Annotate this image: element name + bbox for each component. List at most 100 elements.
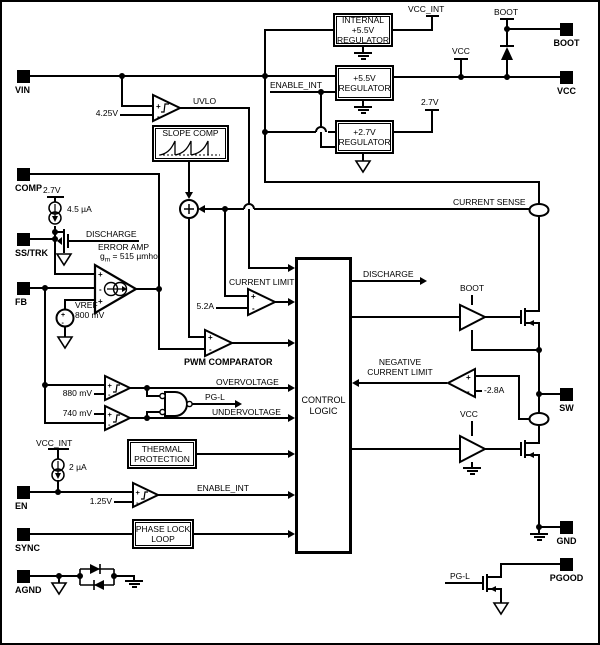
undervoltage-comparator-icon: + - [104, 404, 133, 432]
label-negative: NEGATIVE [378, 357, 422, 367]
wire [431, 109, 433, 132]
highside-driver-icon [459, 303, 488, 332]
junction-dot [52, 236, 58, 242]
pin-vcc [560, 71, 573, 84]
earth-ground-icon [354, 106, 372, 108]
wire [254, 208, 530, 210]
pin-pgood [560, 558, 573, 571]
arrowhead [198, 205, 205, 213]
pgood-mosfet-icon [476, 568, 502, 598]
earth-ground-icon [537, 539, 542, 541]
wire [30, 173, 160, 175]
wire [362, 154, 364, 161]
pin-label-agnd: AGND [15, 585, 42, 595]
label-125v: 1.25V [89, 496, 112, 506]
highside-mosfet-icon [514, 302, 540, 332]
error-amp-icon: + - + [93, 263, 139, 315]
hysteresis-icon [161, 103, 169, 113]
earth-ground-icon [530, 533, 548, 535]
svg-text:+: + [61, 312, 65, 319]
wire [264, 181, 540, 183]
wire [474, 390, 482, 392]
svg-text:-: - [108, 420, 111, 429]
arrowhead [352, 379, 359, 387]
block-label: INTERNAL [341, 15, 385, 25]
wire-hop-icon [243, 203, 255, 210]
svg-text:+: + [466, 373, 471, 382]
label-error-amp: ERROR AMP [98, 242, 150, 252]
wire [506, 59, 508, 77]
neg-current-limit-comparator-icon: + - [445, 367, 476, 399]
svg-text:+: + [108, 410, 113, 419]
svg-text:-: - [99, 285, 102, 294]
arrowhead [288, 530, 295, 538]
uvlo-comparator-icon: + - [152, 93, 183, 123]
svg-text:-: - [467, 387, 470, 396]
vref-source-icon: + - [55, 308, 75, 328]
pin-label-vcc: VCC [556, 86, 576, 96]
enable-comparator-icon: + - [132, 481, 161, 509]
wire [94, 393, 105, 395]
wire [500, 597, 502, 603]
wire [30, 491, 133, 493]
wire [270, 91, 335, 93]
wire [362, 101, 364, 107]
label-vcc-driver: VCC [460, 409, 478, 419]
wire [484, 448, 521, 450]
wire [248, 267, 289, 269]
antiparallel-diodes-icon [79, 564, 115, 590]
wire [392, 29, 433, 31]
wire [274, 301, 289, 303]
wire [538, 181, 540, 304]
wire [231, 342, 289, 344]
wire [471, 295, 473, 305]
svg-text:+: + [98, 270, 103, 279]
wire [129, 387, 289, 389]
label-negative-2: CURRENT LIMIT [367, 367, 433, 377]
junction-dot [536, 524, 542, 530]
earth-ground-icon [361, 58, 366, 60]
label-gm: gm = 515 µmho [100, 251, 158, 264]
wire [394, 76, 560, 78]
pin-label-sstrk: SS/TRK [15, 248, 49, 258]
pin-label-fb: FB [15, 297, 27, 307]
svg-text:-: - [157, 112, 160, 121]
wire [54, 273, 95, 275]
pwm-comparator-icon: + - [204, 328, 235, 358]
earth-ground-icon [354, 52, 372, 54]
junction-dot [318, 89, 324, 95]
ground-icon [55, 253, 73, 267]
junction-dot [504, 26, 510, 32]
pin-en [17, 486, 30, 499]
junction-dot [536, 391, 542, 397]
ground-icon [354, 160, 372, 174]
overvoltage-comparator-icon: + - [104, 374, 133, 402]
wire [57, 480, 59, 493]
earth-ground-icon [358, 55, 369, 57]
wire [30, 575, 81, 577]
label-boot-driver: BOOT [460, 283, 485, 293]
junction-dot [504, 74, 510, 80]
label-enable-int-top: ENABLE_INT [270, 80, 322, 90]
label-vcc-int-en: VCC_INT [36, 438, 73, 448]
pin-sync [17, 528, 30, 541]
earth-ground-icon [358, 109, 369, 111]
junction-dot [55, 489, 61, 495]
wire [64, 325, 66, 337]
earth-ground-icon [361, 112, 366, 114]
phase-lock-loop-block: PHASE LOCK LOOP [132, 519, 194, 549]
label-current-limit: CURRENT LIMIT [229, 277, 295, 287]
wire [500, 563, 502, 569]
wire [179, 107, 250, 109]
label-pgl-gate: PG-L [205, 392, 225, 402]
slope-waveform-icon [159, 140, 220, 156]
svg-text:+: + [98, 297, 103, 306]
current-source-icon [51, 458, 65, 482]
current-sense-ellipse-icon [528, 412, 550, 426]
wire [264, 29, 333, 31]
hysteresis-icon [141, 491, 148, 500]
wire [86, 240, 139, 242]
block-label: CONTROL [301, 394, 346, 405]
wire [474, 375, 520, 377]
